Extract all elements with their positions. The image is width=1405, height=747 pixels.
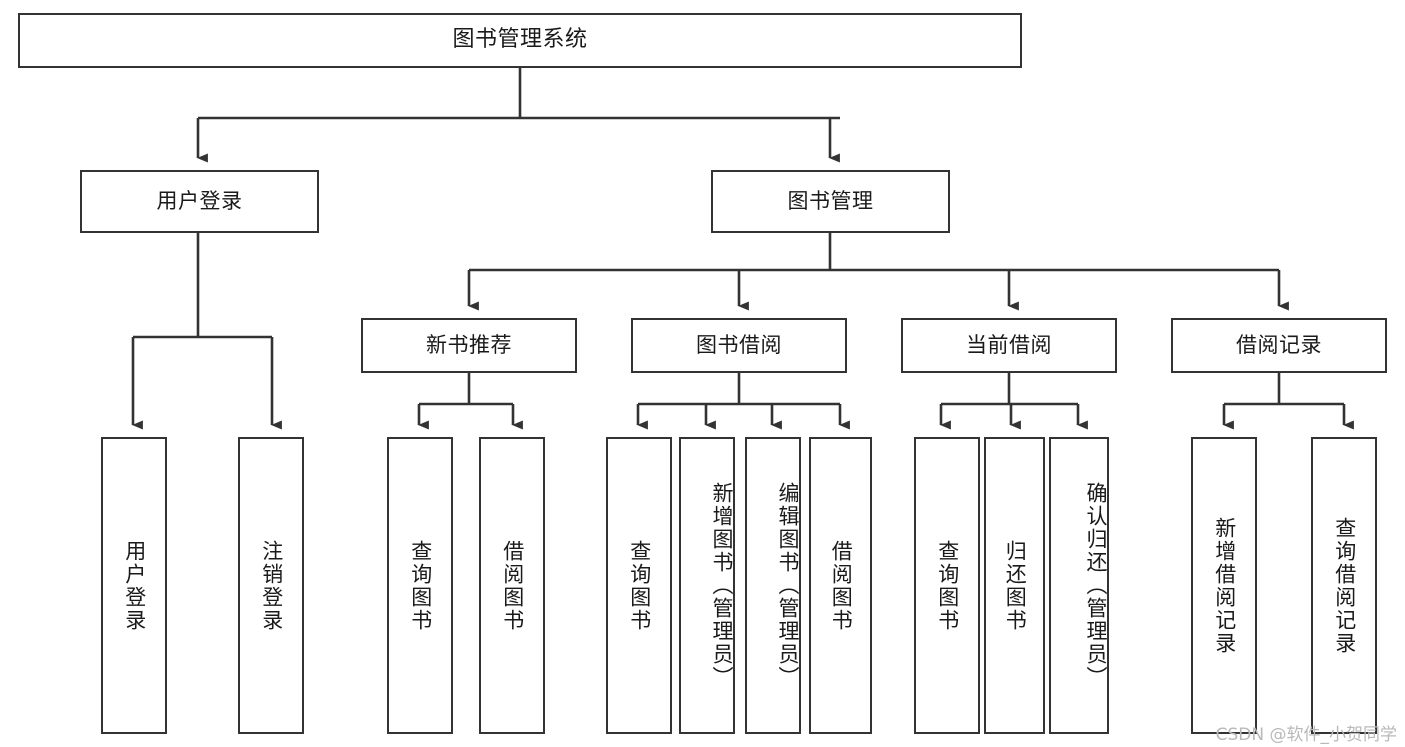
node-label: 归还图书: [1003, 539, 1028, 632]
node-leaf-query-book-borrow[interactable]: 查询图书: [606, 437, 672, 734]
node-label: 用户登录: [156, 188, 243, 213]
node-current-borrow[interactable]: 当前借阅: [901, 318, 1117, 373]
node-label: 确认归还（管理员）: [1084, 482, 1108, 689]
node-label: 新增借阅记录: [1212, 516, 1237, 655]
node-label: 编辑图书（管理员）: [776, 482, 800, 689]
node-label: 用户登录: [122, 539, 147, 632]
node-label: 注销登录: [259, 539, 284, 632]
node-label: 借阅图书: [500, 539, 525, 632]
node-leaf-query-book-current[interactable]: 查询图书: [914, 437, 980, 734]
node-book-borrow[interactable]: 图书借阅: [631, 318, 847, 373]
node-label: 查询图书: [408, 539, 433, 632]
node-leaf-confirm-return-admin[interactable]: 确认归还（管理员）: [1049, 437, 1109, 734]
node-leaf-query-book-recommend[interactable]: 查询图书: [387, 437, 453, 734]
node-leaf-query-borrow-record[interactable]: 查询借阅记录: [1311, 437, 1377, 734]
node-new-book-recommend[interactable]: 新书推荐: [361, 318, 577, 373]
node-leaf-return-book[interactable]: 归还图书: [984, 437, 1045, 734]
node-root-system[interactable]: 图书管理系统: [18, 13, 1022, 68]
node-label: 借阅记录: [1236, 332, 1322, 357]
node-leaf-add-borrow-record[interactable]: 新增借阅记录: [1191, 437, 1257, 734]
node-label: 查询图书: [935, 539, 960, 632]
watermark-text: CSDN @软件_小贺同学: [1215, 725, 1397, 745]
node-leaf-borrow-book-recommend[interactable]: 借阅图书: [479, 437, 545, 734]
node-label: 借阅图书: [829, 539, 854, 632]
node-label: 图书借阅: [696, 332, 782, 357]
node-leaf-logout[interactable]: 注销登录: [238, 437, 304, 734]
node-leaf-user-login[interactable]: 用户登录: [101, 437, 167, 734]
node-leaf-borrow-book[interactable]: 借阅图书: [809, 437, 872, 734]
node-label: 图书管理: [787, 188, 874, 213]
node-user-login[interactable]: 用户登录: [80, 170, 319, 233]
node-label: 当前借阅: [966, 332, 1052, 357]
node-borrow-records[interactable]: 借阅记录: [1171, 318, 1387, 373]
node-leaf-add-book-admin[interactable]: 新增图书（管理员）: [679, 437, 735, 734]
node-label: 图书管理系统: [452, 27, 588, 53]
node-book-management[interactable]: 图书管理: [711, 170, 950, 233]
node-label: 查询借阅记录: [1332, 516, 1357, 655]
node-leaf-edit-book-admin[interactable]: 编辑图书（管理员）: [745, 437, 801, 734]
node-label: 新书推荐: [426, 332, 512, 357]
node-label: 新增图书（管理员）: [710, 482, 734, 689]
node-label: 查询图书: [627, 539, 652, 632]
